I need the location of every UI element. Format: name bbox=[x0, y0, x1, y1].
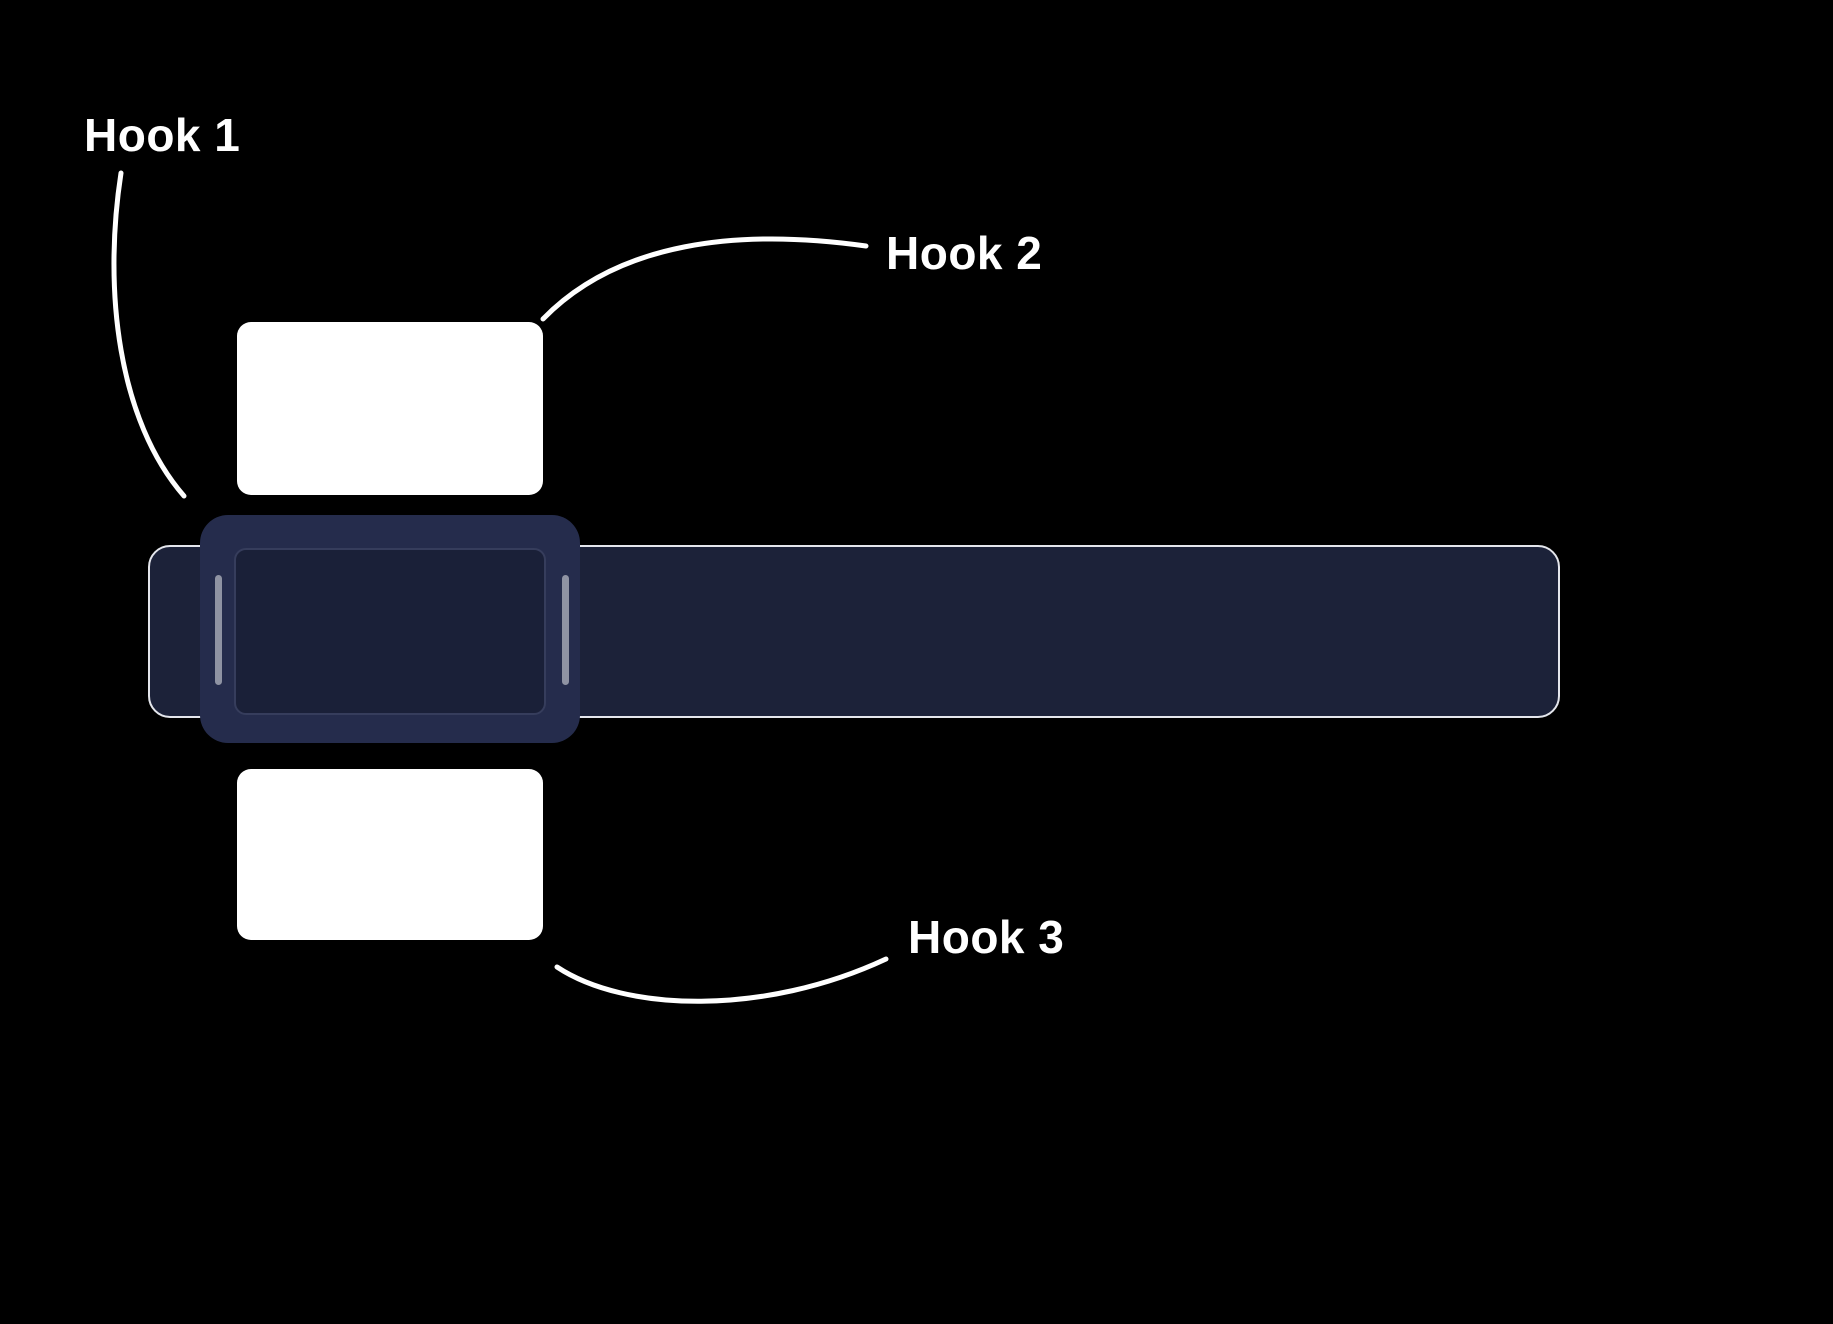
hook3-connector-line bbox=[554, 956, 889, 1004]
hook1-connector-line bbox=[111, 170, 187, 499]
top-box bbox=[237, 322, 543, 495]
hook2-connector-line bbox=[540, 236, 869, 322]
slider-handle[interactable] bbox=[200, 515, 580, 743]
handle-grip-right bbox=[562, 575, 569, 685]
hook3-label: Hook 3 bbox=[908, 911, 1065, 963]
handle-inner-panel bbox=[234, 548, 546, 715]
bottom-box bbox=[237, 769, 543, 940]
hook1-label: Hook 1 bbox=[84, 109, 241, 161]
handle-grip-left bbox=[215, 575, 222, 685]
hook2-label: Hook 2 bbox=[886, 227, 1043, 279]
